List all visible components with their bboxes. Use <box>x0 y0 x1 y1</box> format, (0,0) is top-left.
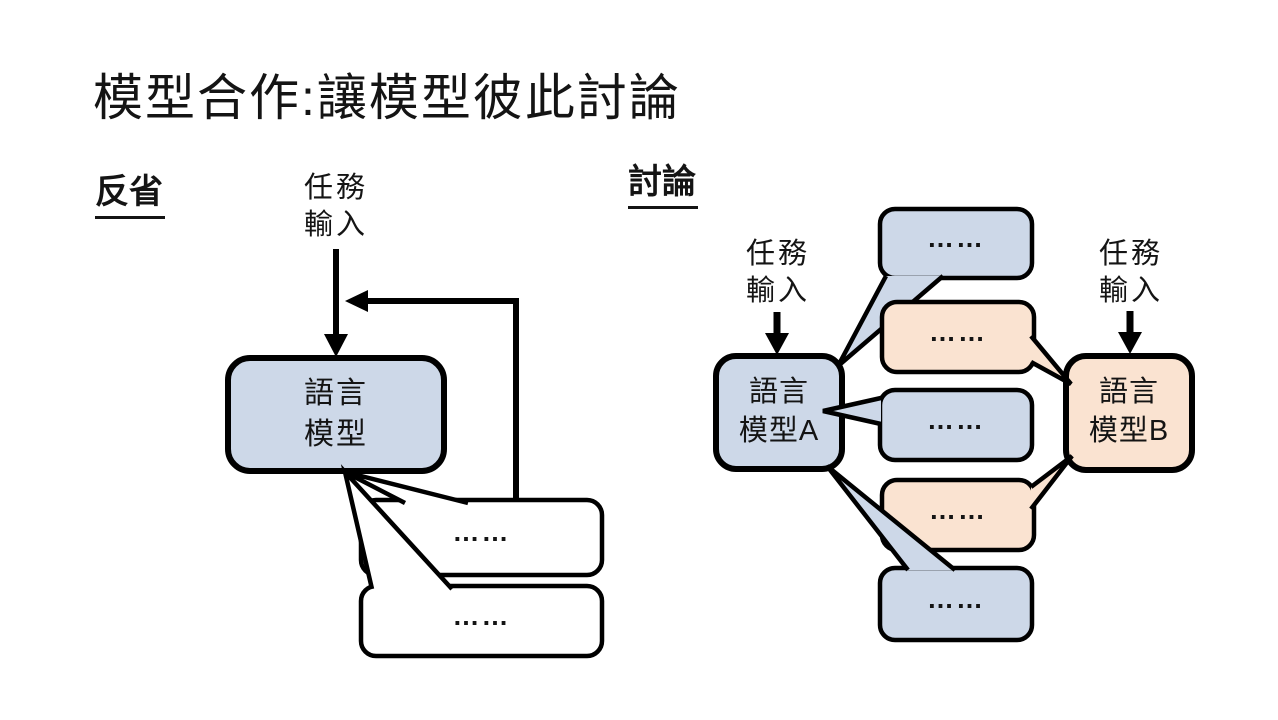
discussion-bubble-4-text: …… <box>929 494 987 525</box>
discussion-bubble-3-text: …… <box>927 404 985 435</box>
discussion-bubble-5-tail <box>825 464 957 572</box>
task-input-label-left: 任務 輸入 <box>256 170 416 244</box>
task-input-label-a: 任務 輸入 <box>698 236 858 310</box>
discussion-bubble-1 <box>877 206 1035 281</box>
task-input-left-line1: 任務 <box>303 172 368 204</box>
task-input-arrow-a-head <box>765 333 789 355</box>
discussion-bubble-3-tail <box>822 395 882 427</box>
feedback-loop-arrow-line <box>364 298 519 498</box>
discussion-section-label: 討論 <box>628 154 698 209</box>
feedback-loop-arrow-head <box>345 290 368 312</box>
discussion-bubble-2-text: …… <box>929 316 987 347</box>
reflection-bubble-2-text: …… <box>452 600 511 631</box>
task-input-arrow-b-head <box>1118 332 1142 354</box>
discussion-bubble-4-tail <box>1029 454 1074 511</box>
discussion-bubble-5-text: …… <box>927 583 985 614</box>
task-input-a-line2: 輸入 <box>745 275 810 307</box>
language-model-label: 語言 模型 <box>228 373 444 455</box>
task-input-b-line1: 任務 <box>1098 238 1163 270</box>
language-model-b-line2: 模型B <box>1088 415 1170 447</box>
discussion-bubble-2-tail <box>1029 334 1073 386</box>
language-model-a-label: 語言 模型A <box>716 373 842 451</box>
task-input-arrow-left-head <box>324 334 348 357</box>
language-model-line1: 語言 <box>304 377 368 410</box>
language-model-box <box>225 355 447 474</box>
language-model-b-box <box>1063 353 1195 473</box>
language-model-b-label: 語言 模型B <box>1066 373 1192 451</box>
reflection-section-label: 反省 <box>95 164 165 219</box>
reflection-bubble-1-text: …… <box>452 517 511 547</box>
reflection-bubble-2-tail <box>340 464 454 591</box>
language-model-a-line2: 模型A <box>738 415 820 447</box>
language-model-b-line1: 語言 <box>1098 376 1159 408</box>
reflection-bubble-2 <box>358 583 605 659</box>
task-input-b-line2: 輸入 <box>1098 275 1163 307</box>
task-input-a-line1: 任務 <box>745 238 810 270</box>
discussion-bubble-1-text: …… <box>927 223 985 253</box>
task-input-left-line2: 輸入 <box>303 209 368 241</box>
task-input-label-b: 任務 輸入 <box>1051 236 1211 310</box>
slide-title: 模型合作:讓模型彼此討論 <box>93 70 681 126</box>
language-model-line2: 模型 <box>304 418 368 451</box>
language-model-a-line1: 語言 <box>748 376 809 408</box>
